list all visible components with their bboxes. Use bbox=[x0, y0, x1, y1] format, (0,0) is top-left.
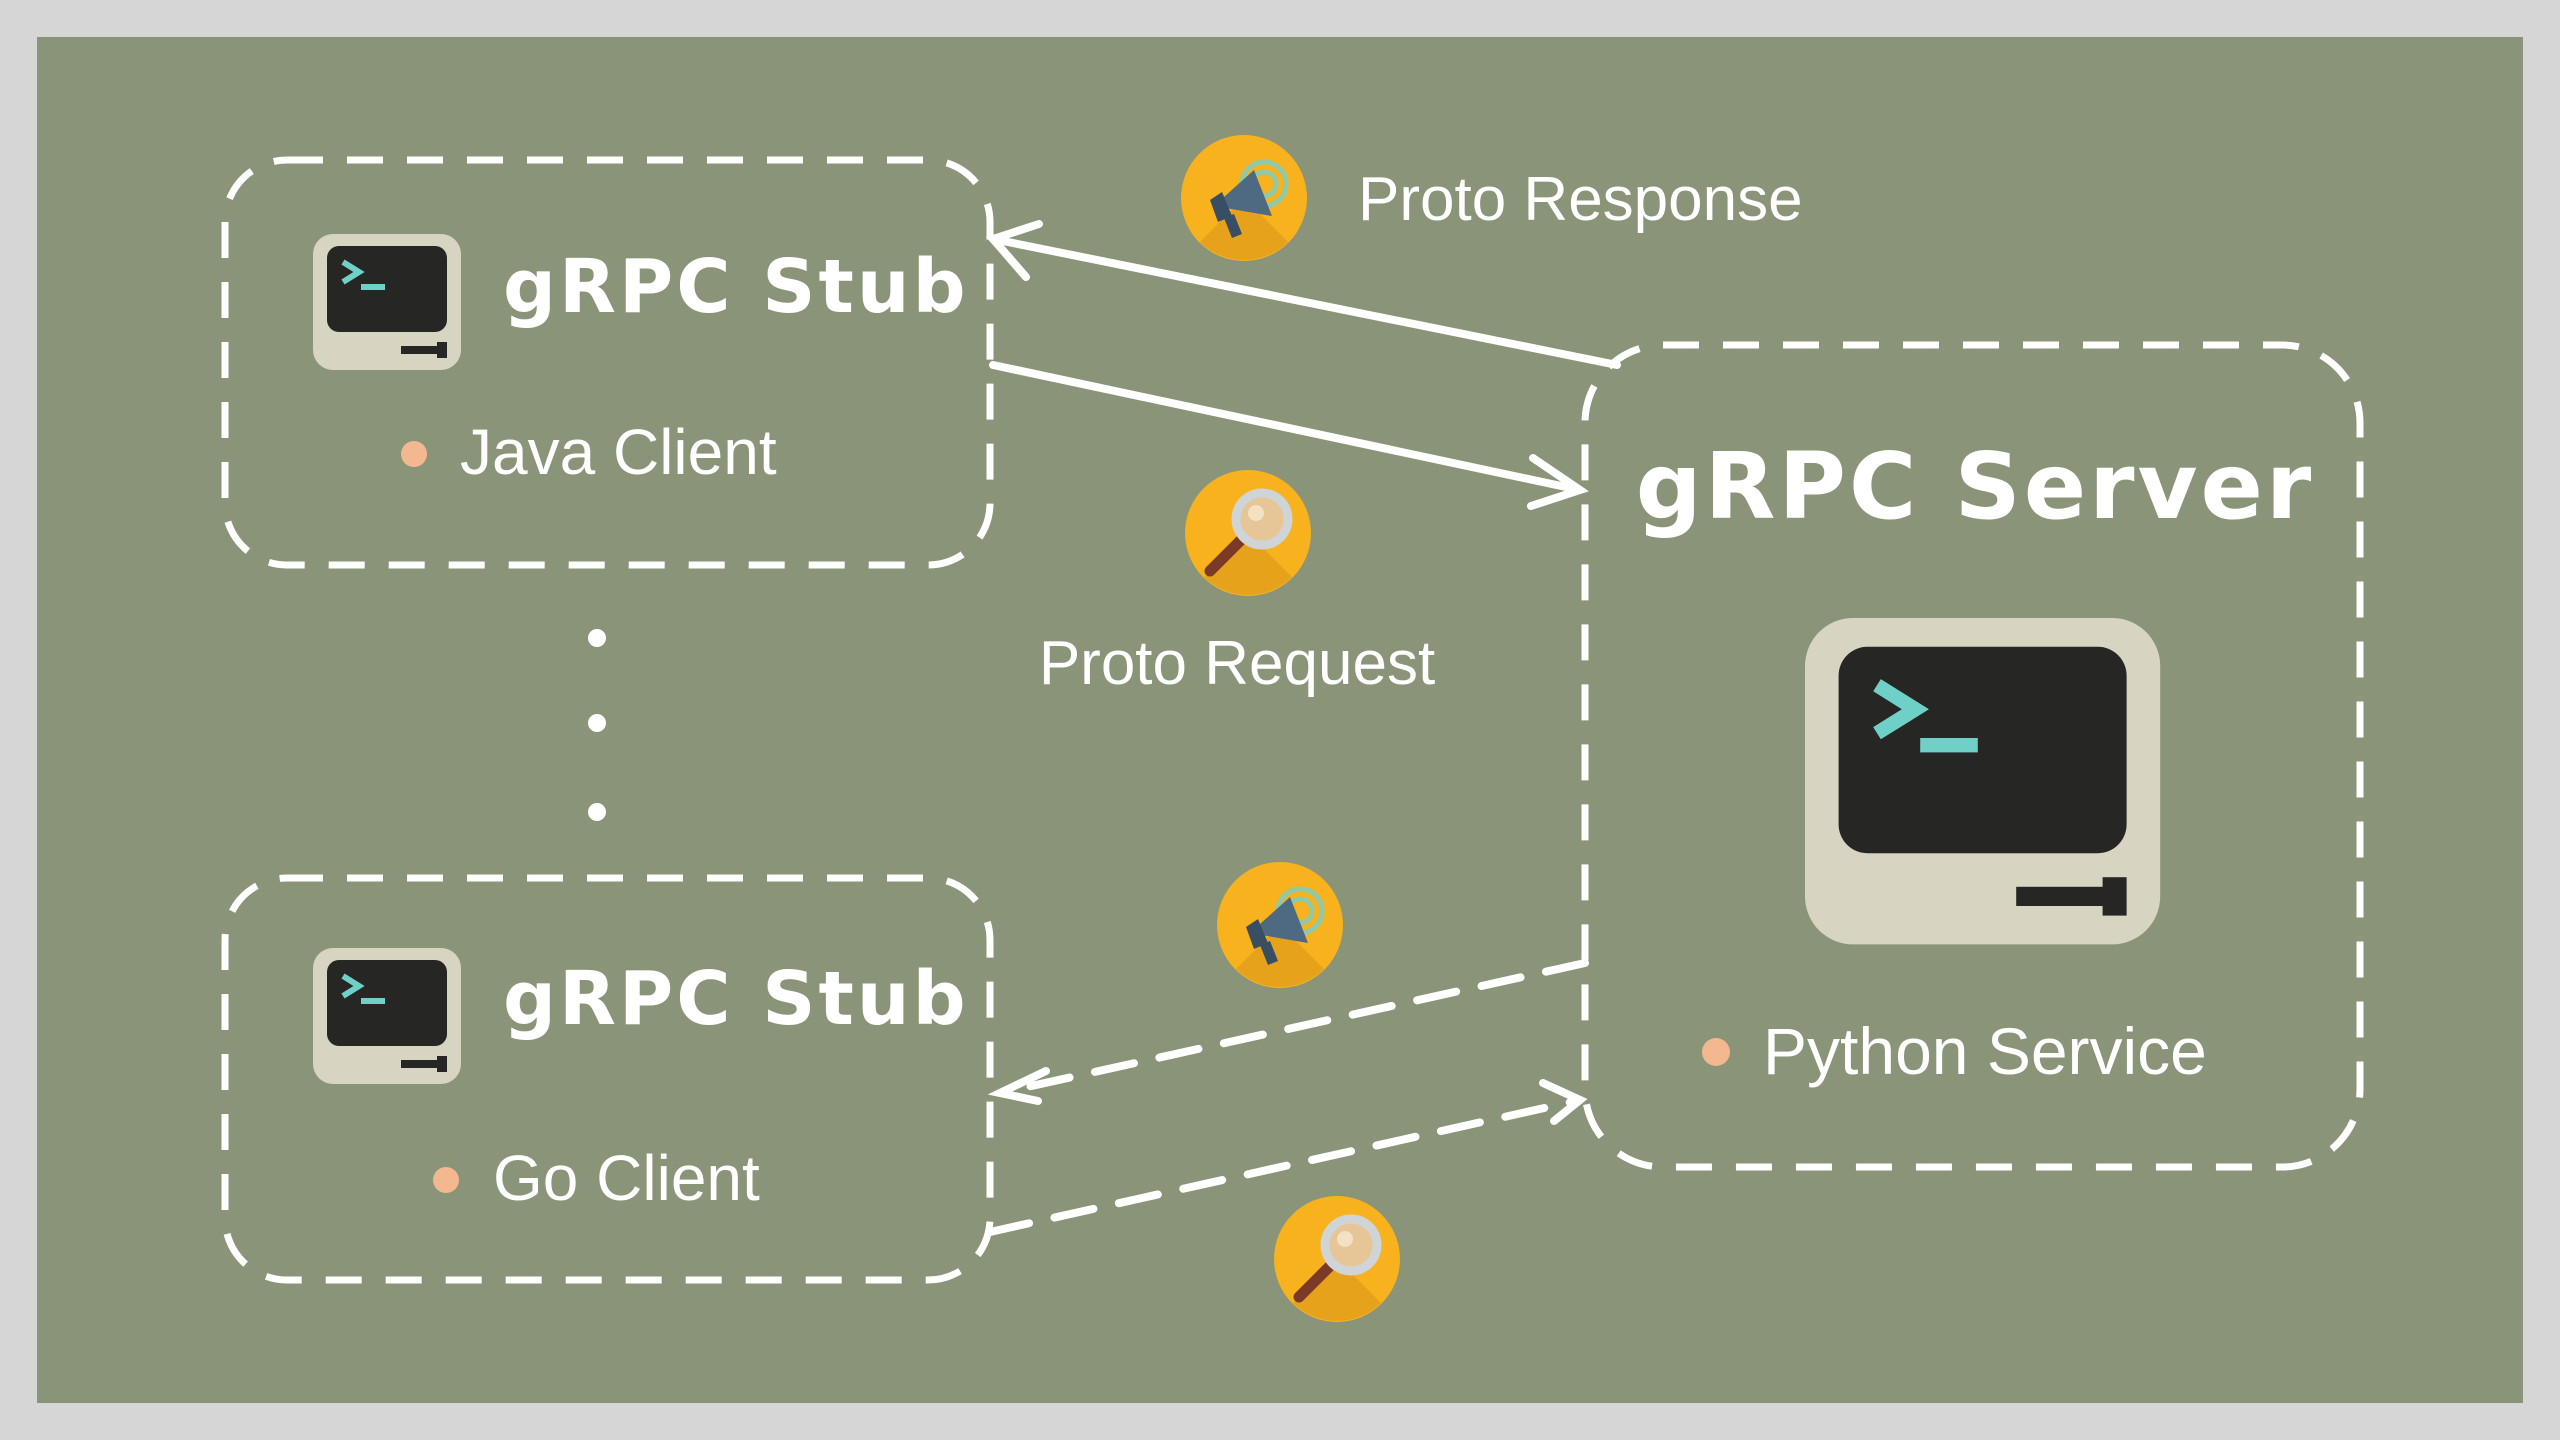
magnifier-icon bbox=[1185, 470, 1311, 596]
client-box-go: gRPC Stub Go Client bbox=[221, 874, 994, 1284]
arrow-request-java bbox=[989, 361, 1589, 510]
client-title: gRPC Stub bbox=[503, 956, 969, 1042]
bullet-dot bbox=[1702, 1038, 1730, 1066]
arrow-request-go bbox=[986, 1079, 1588, 1236]
megaphone-icon bbox=[1217, 862, 1343, 988]
client-subtitle: Java Client bbox=[460, 416, 777, 488]
client-title: gRPC Stub bbox=[503, 244, 969, 330]
proto-request-label: Proto Request bbox=[1039, 629, 1435, 698]
ellipsis: ⋮ bbox=[588, 629, 606, 821]
server-box: gRPC Server Python Service bbox=[1581, 341, 2364, 1171]
terminal-icon bbox=[1805, 618, 2160, 944]
terminal-icon bbox=[313, 948, 461, 1084]
bullet-dot bbox=[401, 441, 427, 467]
arrow-response-java bbox=[986, 220, 1621, 369]
magnifier-icon bbox=[1274, 1196, 1400, 1322]
bullet-dot bbox=[433, 1167, 459, 1193]
terminal-icon bbox=[313, 234, 461, 370]
server-title: gRPC Server bbox=[1636, 433, 2314, 540]
proto-response-label: Proto Response bbox=[1358, 165, 1803, 234]
client-box-java: gRPC Stub Java Client bbox=[221, 156, 994, 569]
client-subtitle: Go Client bbox=[493, 1142, 760, 1214]
megaphone-icon bbox=[1181, 135, 1307, 261]
server-subtitle: Python Service bbox=[1763, 1014, 2207, 1088]
arrow-response-go bbox=[987, 959, 1589, 1105]
